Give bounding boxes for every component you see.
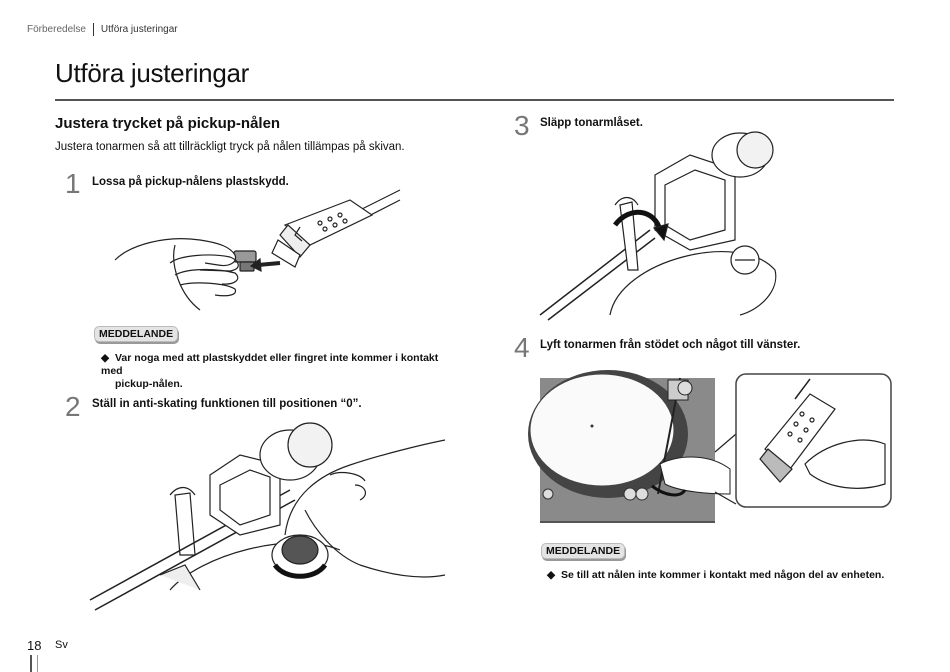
breadcrumb: Förberedelse Utföra justeringar <box>27 23 178 36</box>
anti-skating-illustration <box>89 422 446 611</box>
title-divider <box>55 99 894 101</box>
note-1-text-line2: pickup-nålen. <box>115 378 183 390</box>
step-3-text: Släpp tonarmlåset. <box>540 117 643 129</box>
step-1-number: 1 <box>65 168 81 199</box>
step-2-text: Ställ in anti-skating funktionen till po… <box>92 398 362 410</box>
note-badge-2: MEDDELANDE <box>541 543 626 559</box>
section-heading: Justera trycket på pickup-nålen <box>55 115 281 132</box>
note-2-text: Se till att nålen inte kommer i kontakt … <box>561 569 885 581</box>
tonearm-lock-illustration <box>539 131 777 321</box>
page-edge-mark <box>30 655 32 672</box>
step-4-number: 4 <box>514 332 530 363</box>
breadcrumb-separator <box>92 23 94 36</box>
step-2-number: 2 <box>65 391 81 422</box>
note-1: ◆Var noga med att plastskyddet eller fin… <box>101 352 451 391</box>
step-4-text: Lyft tonarmen från stödet och något till… <box>540 339 801 351</box>
section-intro: Justera tonarmen så att tillräckligt try… <box>55 141 405 153</box>
turntable-illustration <box>528 370 892 523</box>
page-number: 18 <box>27 638 42 653</box>
note-2: ◆ Se till att nålen inte kommer i kontakt… <box>547 569 907 582</box>
page-edge-mark-2 <box>37 655 38 672</box>
step-3-number: 3 <box>514 110 530 141</box>
breadcrumb-section: Förberedelse <box>27 24 86 35</box>
breadcrumb-page: Utföra justeringar <box>100 24 178 35</box>
language-label: Sv <box>55 639 68 651</box>
note-1-text-line1: Var noga med att plastskyddet eller fing… <box>101 352 439 377</box>
step-1-text: Lossa på pickup-nålens plastskydd. <box>92 176 289 188</box>
note-badge-1: MEDDELANDE <box>94 326 179 342</box>
note-2-bullet: ◆ <box>547 569 556 581</box>
page-title: Utföra justeringar <box>55 58 250 88</box>
headshell-cover-illustration <box>114 189 401 311</box>
note-1-bullet: ◆ <box>101 352 110 364</box>
